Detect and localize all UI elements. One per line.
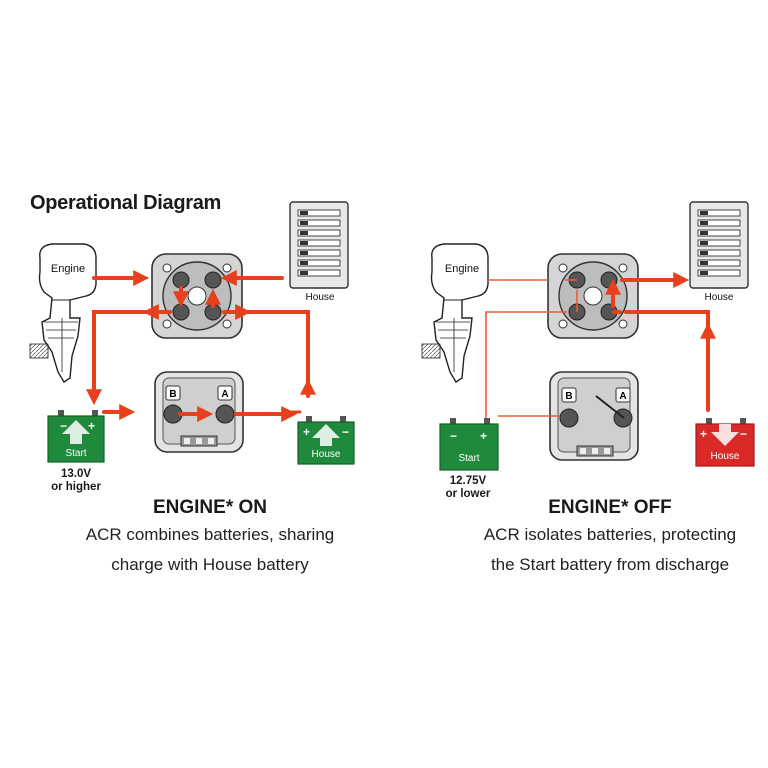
voltage-line: or higher	[51, 481, 101, 493]
description-engine-off: ACR isolates batteries, protecting the S…	[450, 520, 768, 580]
current-flow-arrows	[86, 270, 316, 422]
description-line: charge with House battery	[111, 555, 309, 574]
svg-text:−: −	[740, 427, 747, 441]
voltage-line: or lower	[445, 488, 491, 500]
panel-engine-on: Engine	[29, 201, 355, 465]
charging-arrow-icon	[312, 424, 340, 446]
acr-unit-icon: B A	[549, 371, 639, 461]
house-battery-label: House	[711, 451, 740, 462]
engine-label: Engine	[445, 263, 479, 275]
acr-terminal-b-label: B	[565, 391, 572, 402]
svg-text:+: +	[303, 425, 310, 439]
svg-text:−: −	[342, 425, 349, 439]
diagram-title: Operational Diagram	[30, 192, 222, 214]
voltage-line: 12.75V	[449, 475, 487, 487]
start-battery-voltage: 12.75V or lower	[428, 475, 508, 501]
acr-terminal-b-label: B	[169, 389, 176, 400]
outboard-engine-icon: Engine	[29, 243, 97, 383]
description-line: ACR isolates batteries, protecting	[483, 525, 737, 544]
charging-arrow-icon	[62, 420, 90, 444]
house-battery: + − House	[695, 418, 755, 467]
heading-engine-off: ENGINE* OFF	[548, 497, 672, 518]
panel-label: House	[306, 292, 335, 303]
description-line: the Start battery from discharge	[490, 555, 730, 574]
description-line: ACR combines batteries, sharing	[85, 525, 335, 544]
svg-text:+: +	[88, 419, 95, 433]
voltage-line: 13.0V	[60, 468, 92, 480]
discharging-arrow-icon	[711, 424, 739, 446]
acr-terminal-a-label: A	[619, 391, 626, 402]
acr-terminal-a-label: A	[221, 389, 228, 400]
start-battery: − + Start	[47, 410, 105, 463]
house-breaker-panel-icon: House	[289, 201, 349, 303]
battery-switch-icon	[547, 253, 639, 339]
start-battery-label: Start	[458, 453, 479, 464]
panel-engine-off: Engine	[421, 201, 755, 471]
house-breaker-panel-icon: House	[689, 201, 749, 303]
outboard-engine-icon: Engine	[421, 243, 489, 383]
house-battery-label: House	[312, 449, 341, 460]
start-battery-voltage: 13.0V or higher	[36, 468, 116, 494]
battery-switch-icon	[151, 253, 243, 339]
start-battery: − + Start	[439, 418, 499, 471]
svg-text:+: +	[700, 427, 707, 441]
svg-text:−: −	[450, 429, 457, 443]
engine-label: Engine	[51, 263, 85, 275]
heading-engine-on: ENGINE* ON	[152, 497, 268, 518]
current-flow-arrows	[605, 272, 716, 412]
description-engine-on: ACR combines batteries, sharing charge w…	[50, 520, 370, 580]
open-contact-icon	[595, 395, 625, 419]
start-battery-label: Start	[65, 448, 86, 459]
house-battery: + − House	[297, 416, 355, 465]
panel-label: House	[705, 292, 734, 303]
isolated-wiring	[485, 279, 578, 418]
svg-text:−: −	[60, 419, 67, 433]
svg-text:+: +	[480, 429, 487, 443]
